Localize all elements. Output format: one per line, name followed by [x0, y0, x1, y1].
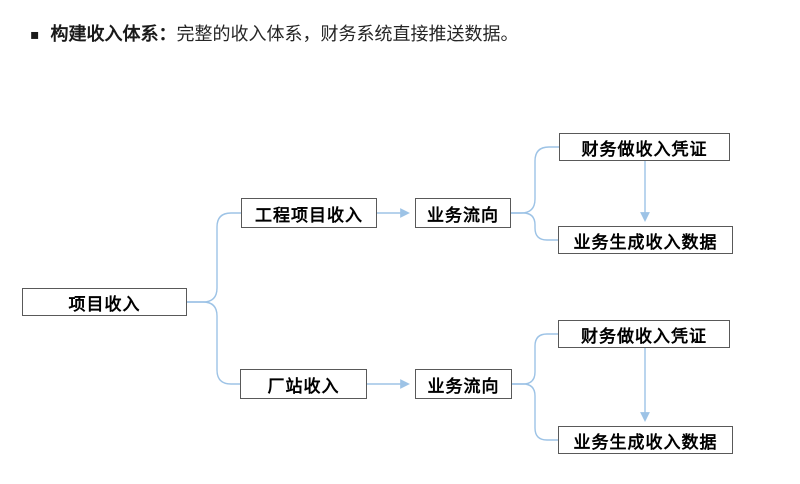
node-business-flow-bottom: 业务流向: [415, 369, 512, 399]
node-finance-voucher-bottom: 财务做收入凭证: [558, 320, 730, 348]
heading-description: 完整的收入体系，财务系统直接推送数据。: [176, 24, 519, 45]
connector-root-to-station: [187, 301, 240, 385]
node-project-income: 项目收入: [22, 288, 187, 316]
heading-title: 构建收入体系：: [50, 24, 177, 45]
node-engineering-project-income: 工程项目收入: [241, 198, 377, 228]
connector-root-to-engineering: [187, 212, 241, 303]
connector-flowtop-to-voucher: [511, 146, 559, 214]
connector-flowtop-to-output: [511, 212, 558, 241]
bullet-icon: ▪: [30, 27, 40, 43]
connector-flowbot-to-output: [512, 383, 558, 441]
node-business-income-data-bottom: 业务生成收入数据: [558, 426, 733, 454]
node-station-income: 厂站收入: [240, 369, 367, 399]
heading: ▪ 构建收入体系： 完整的收入体系，财务系统直接推送数据。: [30, 22, 519, 48]
node-business-flow-top: 业务流向: [415, 198, 511, 228]
connector-flowbot-to-voucher: [512, 333, 558, 385]
node-finance-voucher-top: 财务做收入凭证: [559, 133, 730, 161]
node-business-income-data-top: 业务生成收入数据: [558, 226, 733, 254]
